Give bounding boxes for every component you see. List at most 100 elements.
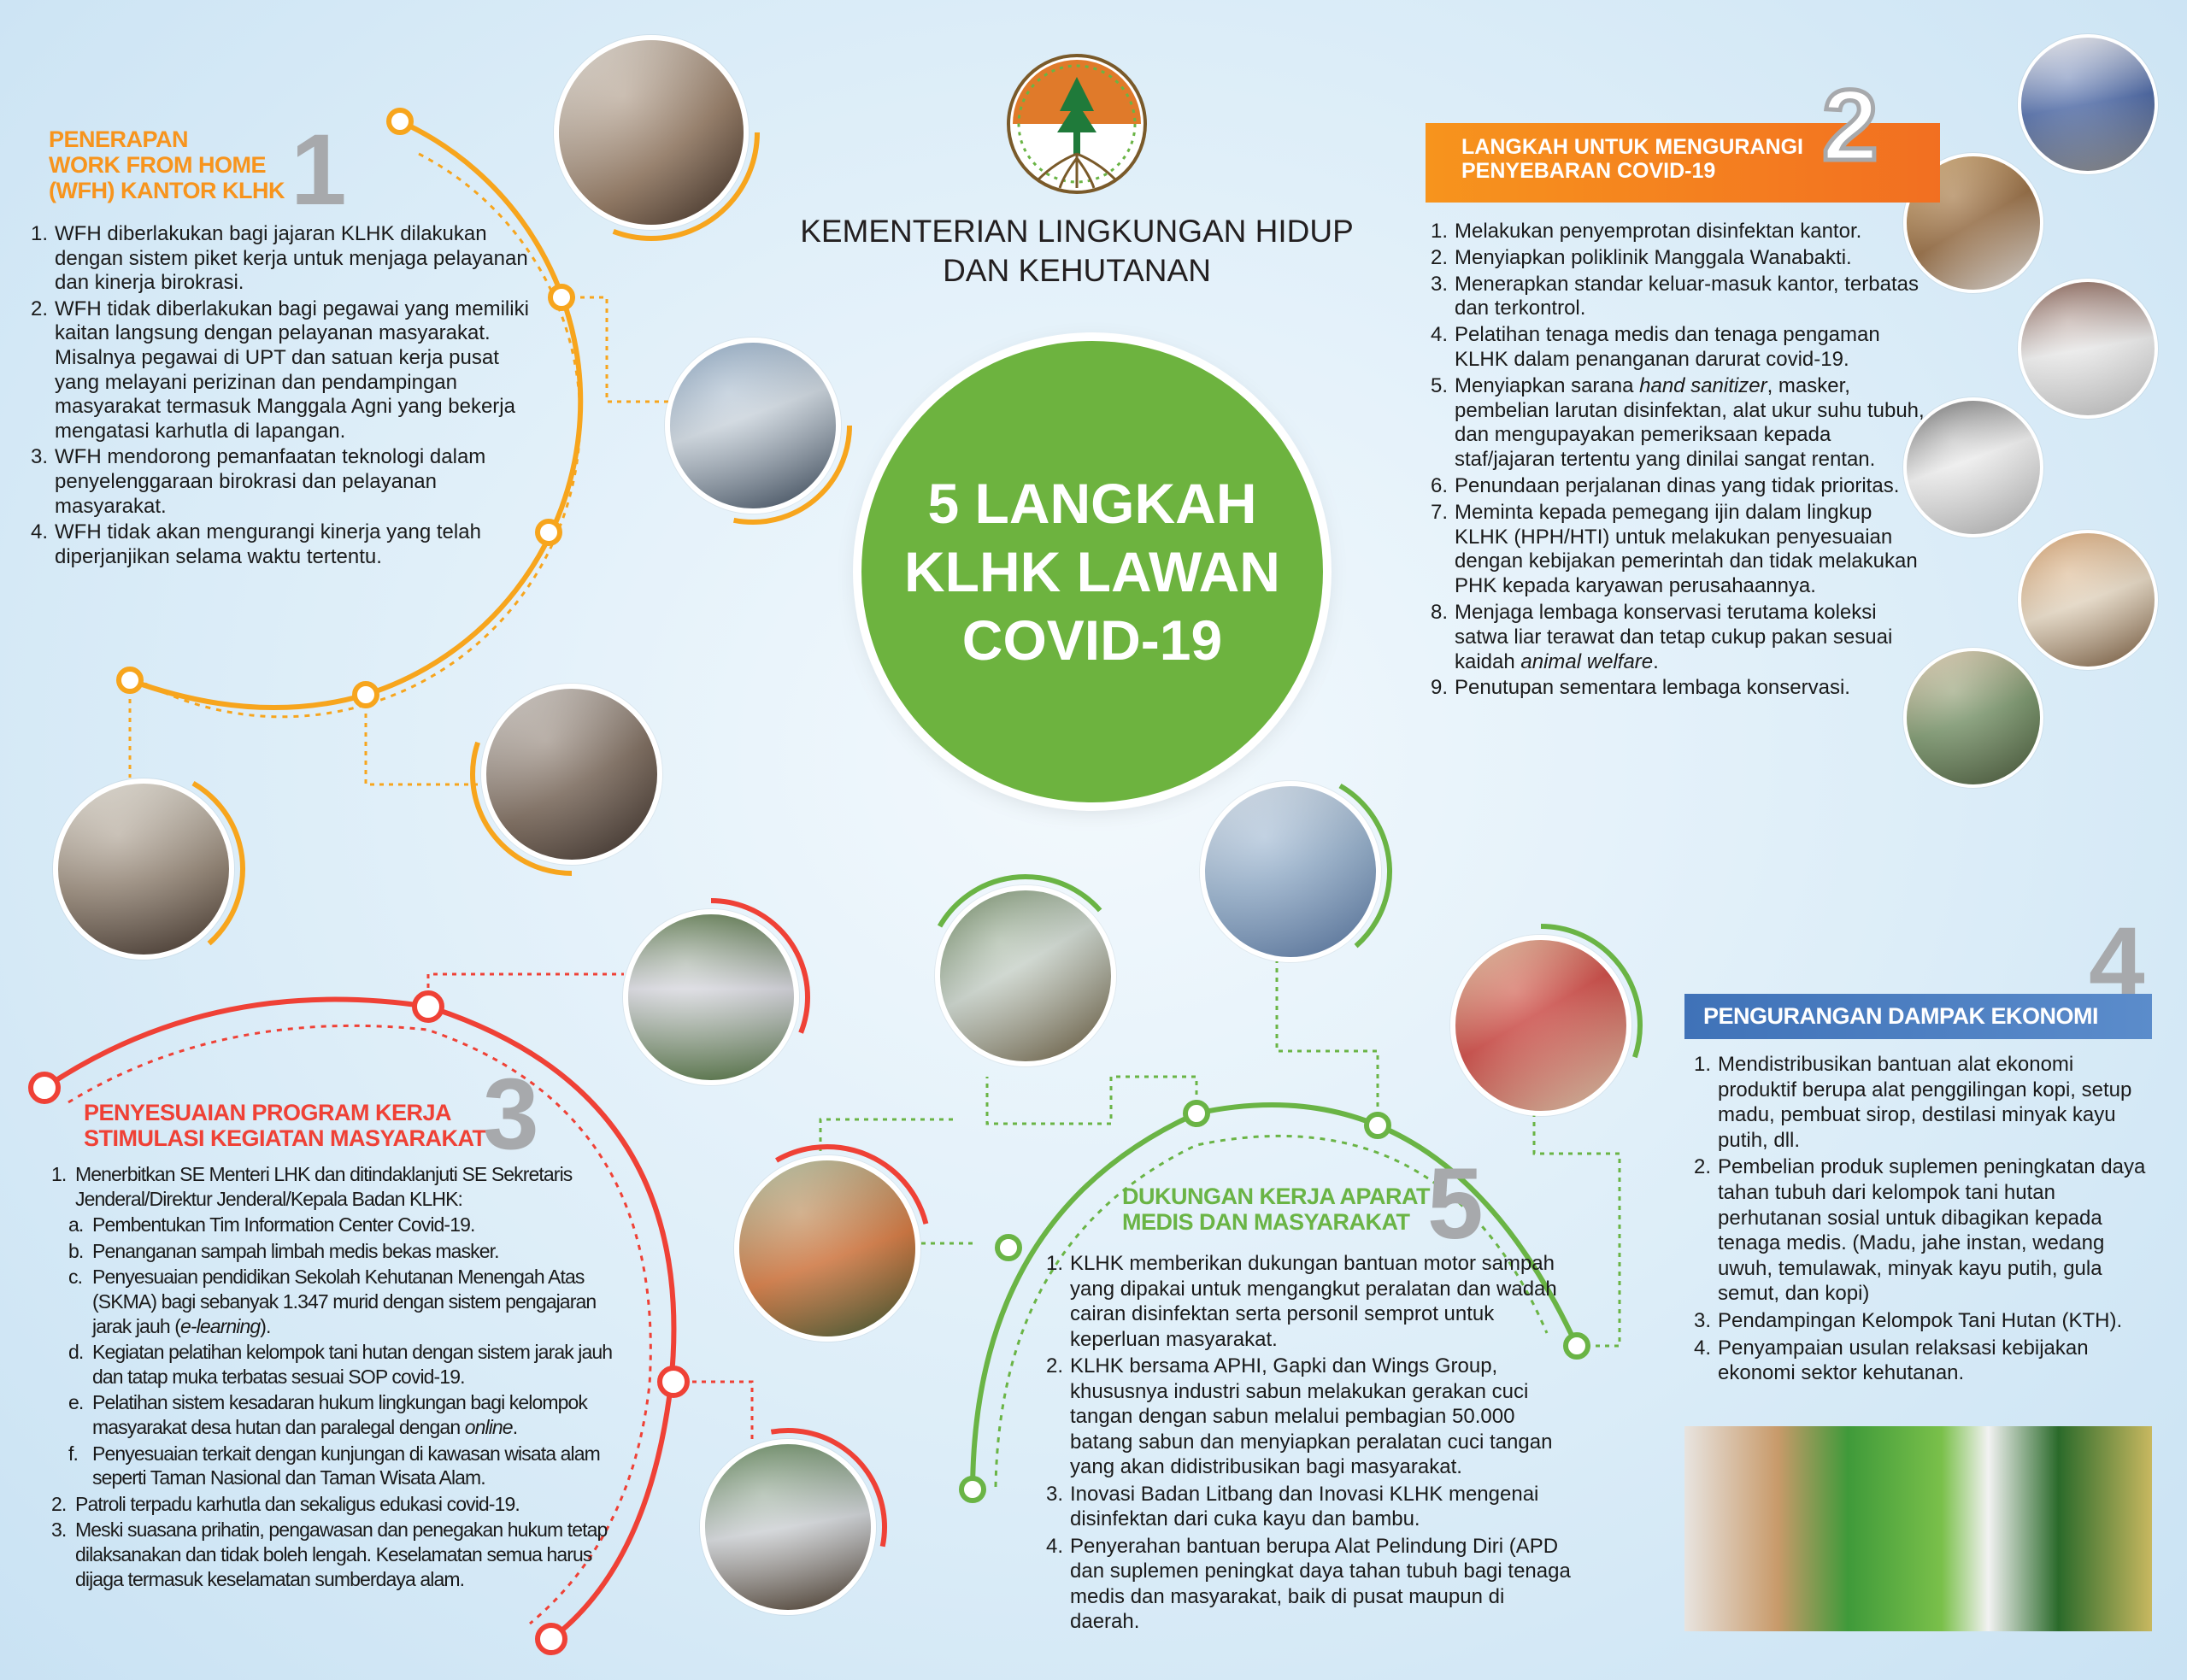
photo-meeting-room xyxy=(53,778,234,960)
photo-hazmat-team xyxy=(2018,279,2158,419)
s2-list: 1.Melakukan penyemprotan disinfektan kan… xyxy=(1431,220,1926,702)
list-item-text: Penyerahan bantuan berupa Alat Pelindung… xyxy=(1070,1534,1571,1634)
photo-wfh-video-call xyxy=(554,35,749,230)
s1-list-item: 1. WFH diberlakukan bagi jajaran KLHK dil… xyxy=(31,222,531,296)
list-item-number: 2. xyxy=(51,1492,67,1515)
list-item-number: 1. xyxy=(51,1163,67,1185)
list-item-number: 1. xyxy=(1694,1053,1712,1076)
list-item-number: 4. xyxy=(1046,1534,1064,1558)
list-item-number: b. xyxy=(68,1239,84,1262)
list-item-text: . xyxy=(512,1415,518,1438)
center-badge: 5 LANGKAH KLHK LAWAN COVID-19 xyxy=(861,341,1323,802)
ministry-title-line2: DAN KEHUTANAN xyxy=(943,253,1211,288)
s3-list-item: 3.Meski suasana prihatin, pengawasan dan… xyxy=(51,1518,632,1591)
s2-title-line: PENYEBARAN COVID-19 xyxy=(1461,159,1716,183)
s2-list-item: 3.Menerapkan standar keluar-masuk kantor… xyxy=(1431,273,1926,322)
list-item-number: 4. xyxy=(31,520,49,544)
list-item-text: WFH diberlakukan bagi jajaran KLHK dilak… xyxy=(55,222,528,295)
list-item-number: d. xyxy=(68,1341,84,1364)
photo-polyclinic xyxy=(1903,153,2043,293)
s1-title-line: (WFH) KANTOR KLHK xyxy=(49,178,285,204)
list-item-text: ). xyxy=(260,1314,271,1337)
list-item-text: Meminta kepada pemegang ijin dalam lingk… xyxy=(1455,500,1918,598)
list-item-text: Penundaan perjalanan dinas yang tidak pr… xyxy=(1455,473,1900,497)
s2-number: 2 xyxy=(1820,69,1881,182)
s3-list-item: c.Penyesuaian pendidikan Sekolah Kehutan… xyxy=(51,1265,632,1338)
s4-list-item: 3.Pendampingan Kelompok Tani Hutan (KTH)… xyxy=(1694,1308,2155,1334)
list-item-number: 3. xyxy=(1046,1482,1064,1506)
photo-apd-boxes xyxy=(1450,935,1631,1116)
list-item-text: Menerapkan standar keluar-masuk kantor, … xyxy=(1455,272,1919,320)
s1-list-item: 2. WFH tidak diberlakukan bagi pegawai ya… xyxy=(31,297,531,444)
s1-list: 1. WFH diberlakukan bagi jajaran KLHK dil… xyxy=(31,222,531,571)
photo-disair-bottles xyxy=(1200,781,1381,962)
list-item-number: 8. xyxy=(1431,600,1449,624)
list-item-number: 1. xyxy=(31,222,49,245)
list-item-text: Penyampaian usulan relaksasi kebijakan e… xyxy=(1718,1336,2089,1385)
s3-title: PENYESUAIAN PROGRAM KERJA STIMULASI KEGI… xyxy=(84,1100,486,1151)
s2-title-line: LANGKAH UNTUK MENGURANGI xyxy=(1461,135,1803,159)
list-item-text: Pendampingan Kelompok Tani Hutan (KTH). xyxy=(1718,1308,2123,1332)
list-item-text: Penyesuaian pendidikan Sekolah Kehutanan… xyxy=(92,1266,597,1337)
center-line1: 5 LANGKAH xyxy=(927,472,1257,535)
s2-list-item: 7.Meminta kepada pemegang ijin dalam lin… xyxy=(1431,501,1926,599)
s3-list-item: f.Penyesuaian terkait dengan kunjungan d… xyxy=(51,1442,632,1490)
list-item-text: WFH mendorong pemanfaatan teknologi dala… xyxy=(55,445,486,518)
list-item-number: f. xyxy=(68,1442,79,1465)
klhk-logo xyxy=(1004,51,1149,197)
s5-list-item: 1.KLHK memberikan dukungan bantuan motor… xyxy=(1046,1251,1576,1352)
list-item-number: 3. xyxy=(1694,1308,1712,1332)
list-item-number: 3. xyxy=(31,445,49,469)
photo-sepandan-island-sign xyxy=(623,909,799,1085)
list-item-text: , masker, pembelian larutan disinfektan,… xyxy=(1455,373,1925,472)
list-item-text: Penanganan sampah limbah medis bekas mas… xyxy=(92,1239,500,1262)
s2-list-item: 8.Menjaga lembaga konservasi terutama ko… xyxy=(1431,601,1926,674)
s1-number: 1 xyxy=(291,114,347,226)
list-item-number: e. xyxy=(68,1391,84,1414)
s4-title: PENGURANGAN DAMPAK EKONOMI xyxy=(1703,1003,2099,1029)
list-item-italic: hand sanitizer xyxy=(1639,373,1767,397)
list-item-text: Pembelian produk suplemen peningkatan da… xyxy=(1718,1155,2146,1306)
s1-title-line: WORK FROM HOME xyxy=(49,152,266,179)
ministry-title: KEMENTERIAN LINGKUNGAN HIDUP DAN KEHUTAN… xyxy=(735,212,1419,291)
list-item-number: 2. xyxy=(1694,1155,1712,1179)
s4-header-bar xyxy=(1684,994,2152,1039)
list-item-number: 9. xyxy=(1431,676,1449,700)
list-item-text: Pelatihan sistem kesadaran hukum lingkun… xyxy=(92,1391,588,1438)
photo-lobby-check xyxy=(2018,530,2158,670)
list-item-text: Menjaga lembaga konservasi terutama kole… xyxy=(1455,600,1893,673)
list-item-text: KLHK bersama APHI, Gapki dan Wings Group… xyxy=(1070,1354,1553,1478)
s5-number: 5 xyxy=(1427,1148,1484,1260)
s5-list-item: 2.KLHK bersama APHI, Gapki dan Wings Gro… xyxy=(1046,1354,1576,1480)
list-item-text: Meski suasana prihatin, pengawasan dan p… xyxy=(75,1518,608,1590)
ministry-title-line1: KEMENTERIAN LINGKUNGAN HIDUP xyxy=(800,214,1354,249)
list-item-number: a. xyxy=(68,1213,84,1237)
s3-number: 3 xyxy=(483,1058,539,1171)
photo-forest-products xyxy=(1684,1426,2152,1631)
list-item-text: Menyiapkan poliklinik Manggala Wanabakti… xyxy=(1455,245,1852,269)
list-item-italic: animal welfare xyxy=(1520,649,1654,673)
s2-list-item: 1.Melakukan penyemprotan disinfektan kan… xyxy=(1431,220,1926,244)
s3-title-line: PENYESUAIAN PROGRAM KERJA xyxy=(84,1100,452,1125)
list-item-number: 2. xyxy=(1431,245,1449,269)
s3-list: 1. Menerbitkan SE Menteri LHK dan ditinda… xyxy=(51,1162,632,1593)
list-item-number: 2. xyxy=(31,297,49,320)
s2-list-item: 2.Menyiapkan poliklinik Manggala Wanabak… xyxy=(1431,246,1926,271)
s3-list-item: a. Pembentukan Tim Information Center Cov… xyxy=(51,1213,632,1237)
list-item-number: 4. xyxy=(1431,323,1449,347)
list-item-text: Menerbitkan SE Menteri LHK dan ditindakl… xyxy=(75,1163,573,1210)
list-item-number: 1. xyxy=(1046,1252,1064,1275)
photo-ambulance xyxy=(1903,397,2043,537)
s3-title-line: STIMULASI KEGIATAN MASYARAKAT xyxy=(84,1125,486,1152)
s1-title-line: PENERAPAN xyxy=(49,126,189,152)
list-item-text: Pelatihan tenaga medis dan tenaga pengam… xyxy=(1455,323,1880,371)
list-item-text: WFH tidak diberlakukan bagi pegawai yang… xyxy=(55,297,529,443)
s2-header-bar xyxy=(1426,123,1940,203)
photo-aid-handover xyxy=(935,885,1116,1066)
list-item-text: Pembentukan Tim Information Center Covid… xyxy=(92,1213,475,1237)
s2-list-item: 4.Pelatihan tenaga medis dan tenaga peng… xyxy=(1431,323,1926,373)
list-item-text: Menyiapkan sarana xyxy=(1455,373,1640,397)
s5-title-line: DUKUNGAN KERJA APARAT xyxy=(1122,1184,1431,1209)
s1-list-item: 4.WFH tidak akan mengurangi kinerja yang… xyxy=(31,520,531,569)
s4-list-item: 1.Mendistribusikan bantuan alat ekonomi … xyxy=(1694,1052,2155,1153)
